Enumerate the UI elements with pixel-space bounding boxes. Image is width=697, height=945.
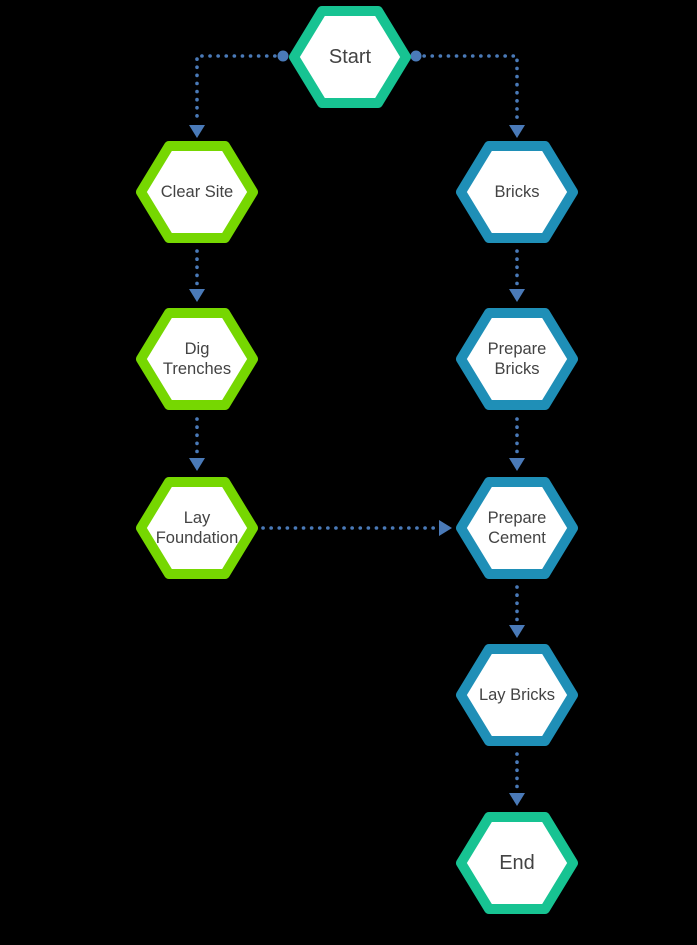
hexagon-shape — [456, 308, 578, 410]
edge-start-to-bricks — [414, 54, 519, 122]
arrowhead-down-icon — [189, 289, 205, 302]
node-clear-site: Clear Site — [129, 134, 265, 250]
arrowhead-down-icon — [509, 458, 525, 471]
arrowhead-down-icon — [189, 125, 205, 138]
hexagon-shape — [289, 6, 411, 108]
junction-dot-icon — [277, 50, 289, 62]
hexagon-shape — [136, 308, 258, 410]
node-label-clear-site: Clear Site — [160, 182, 234, 201]
arrowhead-right-icon — [439, 520, 452, 536]
edge-lines — [195, 54, 519, 790]
node-start: Start — [282, 0, 418, 115]
hexagon-shape — [456, 477, 578, 579]
node-lay-bricks: Lay Bricks — [449, 637, 585, 753]
node-label-prepare-bricks: Prepare Bricks — [487, 339, 547, 378]
node-label-lay-bricks: Lay Bricks — [478, 685, 556, 704]
hexagon-shape — [136, 477, 258, 579]
node-prepare-cement: Prepare Cement — [449, 470, 585, 586]
node-dig-trenches: Dig Trenches — [129, 301, 265, 417]
junction-dot-icon — [410, 50, 422, 62]
node-lay-foundation: Lay Foundation — [129, 470, 265, 586]
node-prepare-bricks: Prepare Bricks — [449, 301, 585, 417]
arrowhead-down-icon — [509, 625, 525, 638]
node-label-end: End — [499, 851, 535, 874]
arrowhead-down-icon — [509, 125, 525, 138]
hexagon-shape — [456, 141, 578, 243]
arrowhead-down-icon — [509, 793, 525, 806]
hexagon-shape — [456, 644, 578, 746]
node-label-dig-trenches: Dig Trenches — [162, 339, 232, 378]
hexagon-shape — [456, 812, 578, 914]
hexagon-shape — [136, 141, 258, 243]
node-label-start: Start — [328, 45, 372, 68]
node-label-lay-foundation: Lay Foundation — [155, 508, 239, 547]
edge-arrowheads — [189, 50, 525, 806]
arrowhead-down-icon — [189, 458, 205, 471]
node-label-bricks: Bricks — [494, 182, 540, 201]
edge-start-to-clear-site — [195, 54, 285, 122]
node-label-prepare-cement: Prepare Cement — [487, 508, 547, 547]
node-end: End — [449, 805, 585, 921]
node-bricks: Bricks — [449, 134, 585, 250]
arrowhead-down-icon — [509, 289, 525, 302]
